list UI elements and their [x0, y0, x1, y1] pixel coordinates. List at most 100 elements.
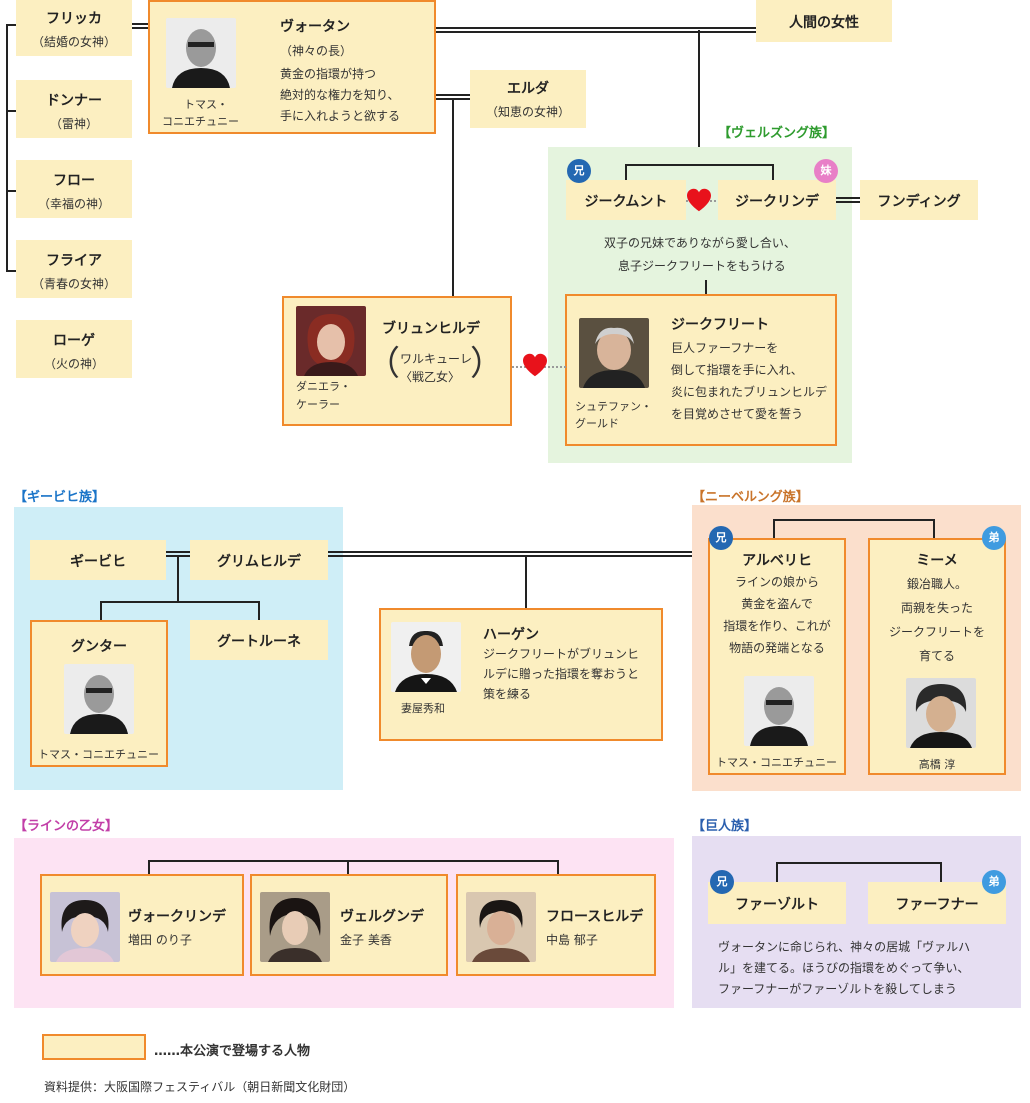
fafner-box: ファーフナー [868, 882, 1006, 924]
fafner-name: ファーフナー [895, 897, 979, 913]
hunding-box: フンディング [860, 180, 978, 220]
fasolt-badge: 兄 [710, 870, 734, 894]
siegfried-name: ジークフリート [671, 317, 769, 333]
rhine-title: 【ラインの乙女】 [14, 819, 119, 834]
froh-box: フロー （幸福の神） [16, 160, 132, 218]
siegfried-actor-line2: グールド [575, 417, 619, 430]
siegmund-name: ジークムント [584, 194, 668, 210]
walsung-desc-2: 息子ジークフリートをもうける [618, 259, 786, 273]
fricka-box: フリッカ （結婚の女神） [16, 0, 132, 56]
human-woman-name: 人間の女性 [789, 15, 859, 31]
brunnhilde-actor-line2: ケーラー [296, 398, 340, 411]
woglinde-box: ヴォークリンデ 増田 のり子 [40, 874, 244, 976]
freia-name: フライア [46, 253, 102, 269]
wotan-actor-photo [166, 18, 236, 88]
legend-swatch [42, 1034, 146, 1060]
brunnhilde-actor-line1: ダニエラ・ [296, 380, 351, 393]
mime-badge: 弟 [982, 526, 1006, 550]
siegfried-desc-1: 巨人ファーフナーを [671, 341, 779, 355]
giants-title: 【巨人族】 [692, 819, 758, 834]
alberich-actor: トマス・コニエチュニー [716, 756, 837, 769]
hagen-name: ハーゲン [483, 627, 539, 643]
wotan-desc-2: 絶対的な権力を知り、 [280, 88, 400, 102]
brunnhilde-role-2: 〈戦乙女〉 [400, 370, 461, 384]
alberich-desc-4: 物語の発端となる [729, 641, 825, 655]
sieglinde-badge: 妹 [814, 159, 838, 183]
mime-desc-1: 鍛冶職人。 [906, 577, 967, 591]
brunnhilde-paren-close: ） [470, 344, 504, 384]
loge-name: ローゲ [53, 333, 95, 349]
mime-name: ミーメ [916, 553, 958, 569]
brunnhilde-box: ダニエラ・ ケーラー ブリュンヒルデ （ ） ワルキューレ 〈戦乙女〉 [282, 296, 512, 426]
flosshilde-box: フロースヒルデ 中島 郁子 [456, 874, 656, 976]
fafner-badge: 弟 [982, 870, 1006, 894]
wellgunde-actor: 金子 美香 [340, 933, 392, 947]
gibich-box: ギービヒ [30, 540, 166, 580]
wellgunde-box: ヴェルグンデ 金子 美香 [250, 874, 448, 976]
froh-role: （幸福の神） [37, 197, 110, 211]
fricka-name: フリッカ [46, 11, 102, 27]
erda-name: エルダ [507, 81, 549, 97]
portrait-icon [64, 664, 134, 734]
wotan-role: （神々の長） [280, 44, 353, 58]
portrait-icon [391, 622, 461, 692]
siegfried-box: シュテファン・ グールド ジークフリート 巨人ファーフナーを 倒して指環を手に入… [565, 294, 837, 446]
sieglinde-name: ジークリンデ [735, 194, 819, 210]
hagen-desc-2: ルデに贈った指環を奪おうと [483, 667, 640, 681]
wellgunde-name: ヴェルグンデ [340, 909, 424, 925]
brunnhilde-paren-open: （ [366, 344, 400, 384]
gunther-actor-photo [64, 664, 134, 734]
alberich-name: アルベリヒ [742, 553, 812, 569]
portrait-icon [906, 678, 976, 748]
wotan-name: ヴォータン [280, 19, 350, 35]
gutrune-name: グートルーネ [217, 634, 301, 650]
freia-role: （青春の女神） [31, 277, 116, 291]
nibelung-title: 【ニーベルング族】 [692, 490, 809, 505]
wotan-actor-line2: コニエチュニー [162, 115, 239, 128]
gibichung-title: 【ギービヒ族】 [14, 490, 106, 505]
donner-name: ドンナー [46, 93, 102, 109]
loge-role: （火の神） [43, 357, 104, 371]
mime-desc-2: 両親を失った [900, 601, 973, 615]
brunnhilde-actor-photo [296, 306, 366, 376]
brunnhilde-role-1: ワルキューレ [400, 352, 473, 366]
mime-actor: 高橋 淳 [918, 758, 956, 771]
siegmund-box: ジークムント [566, 180, 686, 220]
freia-box: フライア （青春の女神） [16, 240, 132, 298]
mime-desc-4: 育てる [918, 649, 955, 663]
fricka-role: （結婚の女神） [31, 35, 116, 49]
siegfried-actor-line1: シュテファン・ [575, 400, 652, 413]
donner-role: （雷神） [49, 117, 98, 131]
portrait-icon [296, 306, 366, 376]
portrait-icon [744, 676, 814, 746]
mime-desc-3: ジークフリートを [888, 625, 985, 639]
grimhilde-box: グリムヒルデ [190, 540, 328, 580]
donner-box: ドンナー （雷神） [16, 80, 132, 138]
erda-box: エルダ （知恵の女神） [470, 70, 586, 128]
heart-icon [686, 188, 712, 212]
human-woman-box: 人間の女性 [756, 0, 892, 42]
hagen-desc-1: ジークフリートがブリュンヒ [483, 647, 640, 661]
legend-text: ……本公演で登場する人物 [154, 1044, 311, 1059]
gunther-name: グンター [71, 639, 127, 655]
siegmund-badge: 兄 [567, 159, 591, 183]
mime-box: ミーメ 鍛冶職人。 両親を失った ジークフリートを 育てる 高橋 淳 [868, 538, 1006, 775]
source-credit: 資料提供：大阪国際フェスティバル（朝日新聞文化財団） [44, 1080, 356, 1094]
wotan-actor-line1: トマス・ [184, 98, 228, 111]
portrait-icon [466, 892, 536, 962]
siegfried-desc-4: を目覚めさせて愛を誓う [671, 407, 804, 421]
heart-icon [522, 353, 548, 377]
hunding-name: フンディング [877, 194, 961, 210]
walsung-title: 【ヴェルズング族】 [718, 126, 836, 141]
hagen-actor-photo [391, 622, 461, 692]
portrait-icon [260, 892, 330, 962]
mime-actor-photo [906, 678, 976, 748]
wellgunde-actor-photo [260, 892, 330, 962]
fasolt-name: ファーゾルト [735, 897, 819, 913]
gunther-box: グンター トマス・コニエチュニー [30, 620, 168, 767]
alberich-box: アルベリヒ ラインの娘から 黄金を盗んで 指環を作り、これが 物語の発端となる … [708, 538, 846, 775]
giants-desc-1: ヴォータンに命じられ、神々の居城「ヴァルハ [718, 940, 971, 954]
siegfried-desc-2: 倒して指環を手に入れ、 [671, 363, 803, 377]
portrait-icon [50, 892, 120, 962]
flosshilde-name: フロースヒルデ [546, 909, 644, 925]
